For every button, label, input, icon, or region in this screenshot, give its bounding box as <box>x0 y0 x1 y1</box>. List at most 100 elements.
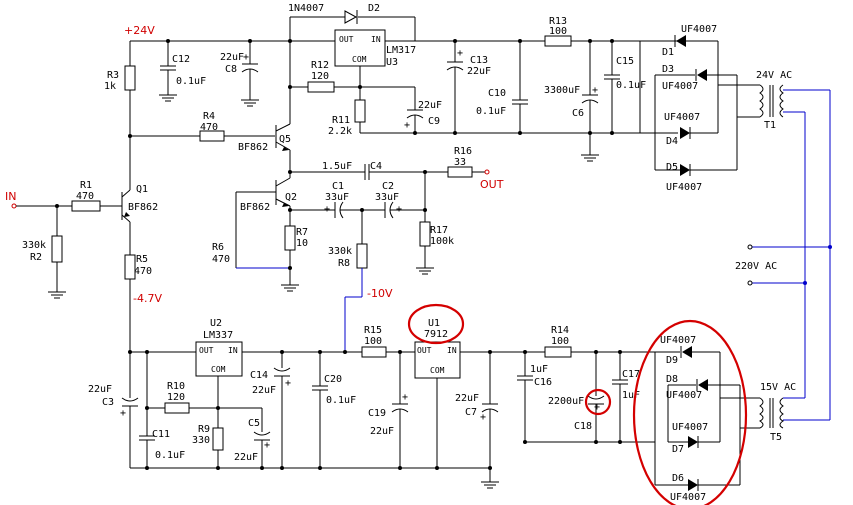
c11-value-label: 0.1uF <box>155 450 185 461</box>
mains-wiring: 220V AC <box>735 90 832 421</box>
t5-rating-label: 15V AC <box>760 382 796 393</box>
input-label: IN <box>5 190 16 203</box>
r13-value-label: 100 <box>549 26 567 37</box>
top-bridge-rectifier: D1 UF4007 D3 UF4007 UF4007 D4 D5 UF4007 <box>639 24 760 193</box>
d5-part-label: UF4007 <box>666 182 702 193</box>
output-label: OUT <box>480 178 504 191</box>
r8-ref-label: R8 <box>338 258 350 269</box>
u3-in-pin: IN <box>371 35 381 44</box>
r9-ref-label: R9 <box>198 424 210 435</box>
c6-ref-label: C6 <box>572 108 584 119</box>
c15-ref-label: C16 <box>534 377 552 388</box>
r16-value-label: 33 <box>454 157 466 168</box>
c12-ref-label: C12 <box>172 54 190 65</box>
r2-ref-label: R2 <box>30 252 42 263</box>
u2-ref-label: U2 <box>210 318 222 329</box>
c19-polarity: + <box>402 392 408 403</box>
c19-ref-label: C19 <box>368 408 386 419</box>
d4-ref-label: D4 <box>666 136 678 147</box>
c5-value-label: 22uF <box>234 452 258 463</box>
d4-part-label: UF4007 <box>664 112 700 123</box>
negative-supply: OUT IN COM U2 LM337 22uF C3 + C11 0.1uF … <box>88 318 655 489</box>
c7-polarity: + <box>480 412 486 423</box>
r15-value-label: 100 <box>364 336 382 347</box>
r2-value-label: 330k <box>22 240 46 251</box>
u1-out-pin: OUT <box>417 346 432 355</box>
c16-ref-label: C15 <box>616 56 634 67</box>
c13-value-label: 22uF <box>252 385 276 396</box>
t5-ref-label: T5 <box>770 432 782 443</box>
u3-part-label: LM317 <box>386 45 416 56</box>
d5-ref-label: D5 <box>666 162 678 173</box>
r4-ref-label: R4 <box>203 111 215 122</box>
r11-value-label: 2.2k <box>328 126 352 137</box>
c9-value-label: 22uF <box>418 100 442 111</box>
d9-part-label: UF4007 <box>660 335 696 346</box>
r6-value-label: 470 <box>212 254 230 265</box>
c2-value-label: 33uF <box>375 192 399 203</box>
c10-ref-label: C10 <box>488 88 506 99</box>
u1-regulator <box>414 341 461 379</box>
c6-value-label: 3300uF <box>544 85 580 96</box>
r11-ref-label: R11 <box>332 115 350 126</box>
r12-value-label: 120 <box>311 71 329 82</box>
u3-com-pin: COM <box>352 55 367 64</box>
d6-ref-label: D6 <box>672 473 684 484</box>
q5-part-label: BF862 <box>238 142 268 153</box>
q1-ref-label: Q1 <box>136 184 148 195</box>
highlight-annotations <box>407 303 748 505</box>
r14-ref-label: R14 <box>551 325 569 336</box>
c16-value-label: 0.1uF <box>616 80 646 91</box>
r17-value-label: 100k <box>430 236 454 247</box>
c20-value-label: 0.1uF <box>326 395 356 406</box>
c17-ref-label: C17 <box>622 369 640 380</box>
d8-part-label: UF4007 <box>666 390 702 401</box>
u1-highlight-circle <box>407 303 465 345</box>
r4-value-label: 470 <box>200 122 218 133</box>
d2-ref-label: D2 <box>368 3 380 14</box>
d1-part-label: UF4007 <box>681 24 717 35</box>
r12-ref-label: R12 <box>311 60 329 71</box>
r1-ref-label: R1 <box>80 180 92 191</box>
c9-polarity: + <box>404 120 410 131</box>
d8-ref-label: D8 <box>666 374 678 385</box>
u3-out-pin: OUT <box>339 35 354 44</box>
c17-value-label: 1uF <box>622 390 640 401</box>
r10-value-label: 120 <box>167 392 185 403</box>
u1-ref-label: U1 <box>428 318 440 329</box>
r9-value-label: 330 <box>192 435 210 446</box>
c13-ref-label: C14 <box>250 370 268 381</box>
r14-value-label: 100 <box>551 336 569 347</box>
d1-ref-label: D1 <box>662 47 674 58</box>
r1-value-label: 470 <box>76 191 94 202</box>
u2-out-pin: OUT <box>199 346 214 355</box>
c1-polarity: + <box>324 204 330 215</box>
c15-value-label: 1uF <box>530 364 548 375</box>
c19-value-label: 22uF <box>370 426 394 437</box>
c8-ref-label: C8 <box>225 64 237 75</box>
transformer-t1: 24V AC T1 <box>756 70 830 131</box>
c18-polarity: + <box>594 402 600 413</box>
positive-supply: 1N4007 D2 OUT IN COM LM317 U3 C12 0.1uF … <box>130 3 718 162</box>
u2-in-pin: IN <box>228 346 238 355</box>
d3-part-label: UF4007 <box>662 81 698 92</box>
c2-polarity: + <box>396 204 402 215</box>
t1-rating-label: 24V AC <box>756 70 792 81</box>
c8-value-label: 22uF <box>220 52 244 63</box>
c20-ref-label: C20 <box>324 374 342 385</box>
r16-ref-label: R16 <box>454 146 472 157</box>
c3-ref-label: C3 <box>102 397 114 408</box>
d7-part-label: UF4007 <box>672 422 708 433</box>
transformer-t5: 15V AC T5 <box>759 382 796 443</box>
u1-part-label: 7912 <box>424 329 448 340</box>
r5-value-label: 470 <box>134 266 152 277</box>
r15-ref-label: R15 <box>364 325 382 336</box>
neg47-rail-label: -4.7V <box>133 292 162 305</box>
r8-value-label: 330k <box>328 246 352 257</box>
r5-ref-label: R5 <box>136 254 148 265</box>
c1-ref-label: C1 <box>332 181 344 192</box>
q1-part-label: BF862 <box>128 202 158 213</box>
c14-value-label: 22uF <box>467 66 491 77</box>
u2-regulator <box>195 341 243 377</box>
